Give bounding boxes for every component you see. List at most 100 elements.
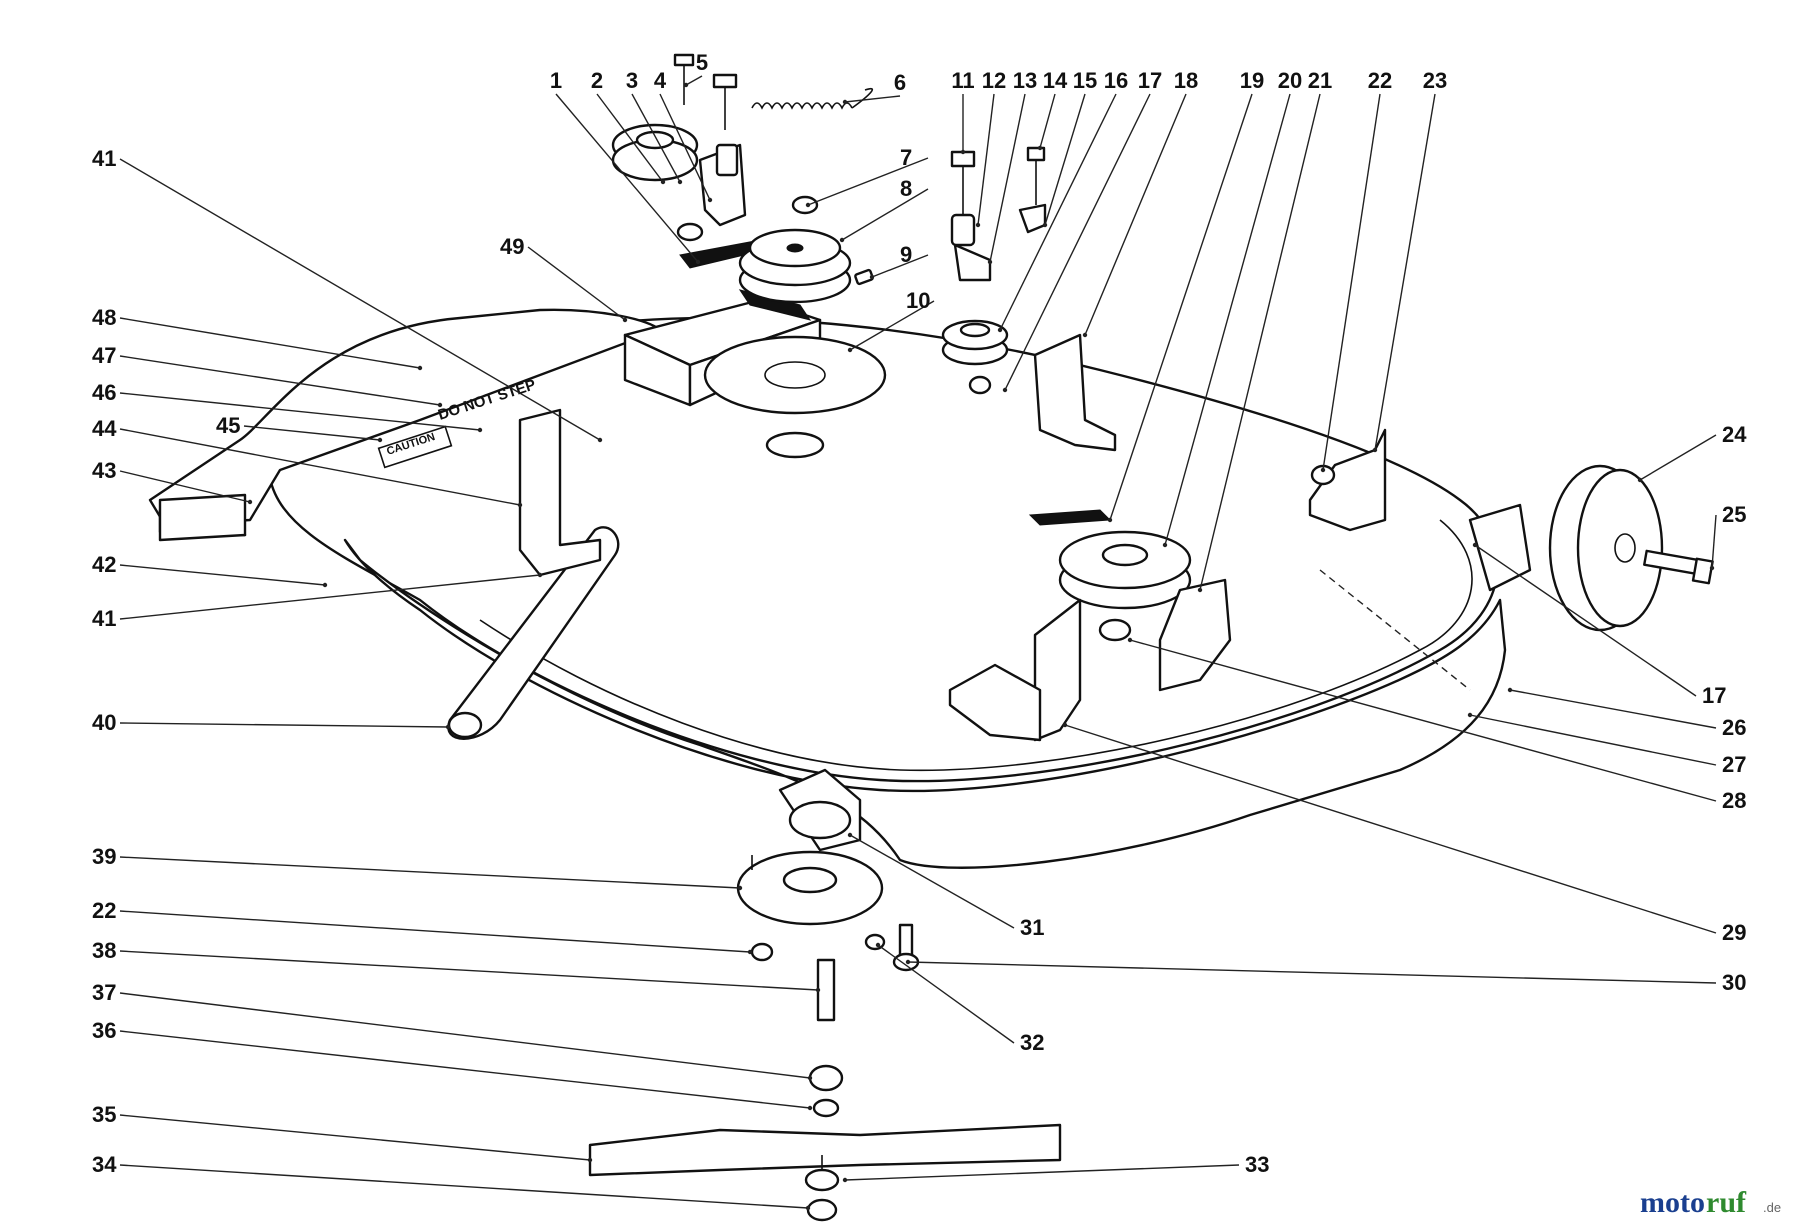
leader-dot-9 (869, 274, 875, 280)
leader-dot-35 (587, 1157, 593, 1163)
leader-dot-41a (597, 437, 603, 443)
leader-line-14 (1039, 93, 1056, 149)
callout-38: 38 (92, 938, 116, 963)
leader-line-15 (1044, 93, 1086, 226)
callout-10: 10 (906, 288, 930, 313)
callout-21: 21 (1308, 68, 1332, 93)
leader-line-27 (1469, 714, 1717, 766)
callout-31: 31 (1020, 915, 1044, 940)
leader-dot-17b (1472, 542, 1478, 548)
leader-dot-17a (1002, 387, 1008, 393)
leader-line-25 (1711, 514, 1717, 569)
callout-44: 44 (92, 416, 117, 441)
callout-41b: 41 (92, 606, 116, 631)
leader-dot-28 (1127, 637, 1133, 643)
callout-2: 2 (591, 68, 603, 93)
leader-dot-43 (247, 499, 253, 505)
leader-line-34 (119, 1164, 809, 1209)
leader-line-37 (119, 992, 811, 1079)
leader-dot-39 (737, 885, 743, 891)
leader-dot-46 (477, 427, 483, 433)
leader-line-9 (871, 254, 929, 278)
leader-line-21 (1199, 93, 1321, 591)
leader-dot-22b (747, 949, 753, 955)
leader-line-12 (977, 93, 995, 226)
leader-line-8 (841, 188, 929, 241)
leader-dot-29 (1062, 722, 1068, 728)
callout-20: 20 (1278, 68, 1302, 93)
callout-5: 5 (696, 50, 708, 75)
callout-28: 28 (1722, 788, 1746, 813)
leader-line-44 (119, 428, 521, 506)
leader-line-2 (596, 93, 664, 183)
leader-dot-26 (1507, 687, 1513, 693)
leader-line-41a (119, 158, 601, 441)
callout-40: 40 (92, 710, 116, 735)
leader-dot-40 (445, 724, 451, 730)
leader-dot-2 (660, 179, 666, 185)
leader-dot-10 (847, 347, 853, 353)
callout-32: 32 (1020, 1030, 1044, 1055)
callout-48: 48 (92, 305, 116, 330)
leader-line-4 (659, 93, 711, 201)
leader-dot-22a (1320, 467, 1326, 473)
leader-dot-5 (683, 82, 689, 88)
callout-23: 23 (1423, 68, 1447, 93)
leader-line-41b (119, 574, 541, 620)
leader-dot-18 (1082, 332, 1088, 338)
callout-34: 34 (92, 1152, 117, 1177)
leader-dot-33 (842, 1177, 848, 1183)
center-spindle-plate (703, 335, 887, 459)
callout-41a: 41 (92, 146, 116, 171)
callout-17b: 17 (1702, 683, 1726, 708)
leader-line-33 (844, 1164, 1240, 1181)
leader-dot-8 (839, 237, 845, 243)
callout-16: 16 (1104, 68, 1128, 93)
leader-line-35 (119, 1114, 591, 1161)
callout-37: 37 (92, 980, 116, 1005)
leader-dot-41b (537, 572, 543, 578)
leader-dot-11 (960, 149, 966, 155)
leader-line-19 (1109, 93, 1253, 521)
idler-bracket (1033, 333, 1117, 452)
leader-line-17b (1474, 544, 1697, 697)
leader-line-29 (1064, 724, 1717, 934)
leader-dot-32 (875, 942, 881, 948)
leader-dot-16 (997, 327, 1003, 333)
callout-17a: 17 (1138, 68, 1162, 93)
leader-line-42 (119, 564, 326, 586)
callout-6: 6 (894, 70, 906, 95)
leader-line-6 (844, 95, 901, 103)
callout-29: 29 (1722, 920, 1746, 945)
leader-dot-21 (1197, 587, 1203, 593)
watermark-suffix: .de (1763, 1200, 1781, 1215)
leader-line-23 (1374, 93, 1436, 451)
callout-33: 33 (1245, 1152, 1269, 1177)
leader-line-10 (849, 300, 935, 351)
callout-49: 49 (500, 234, 524, 259)
leader-dot-1 (695, 259, 701, 265)
callout-35: 35 (92, 1102, 116, 1127)
leader-dot-7 (805, 202, 811, 208)
callout-1: 1 (550, 68, 562, 93)
leader-dot-31 (847, 832, 853, 838)
callout-46: 46 (92, 380, 116, 405)
leader-line-5 (685, 75, 703, 86)
leader-dot-36 (807, 1105, 813, 1111)
watermark-brand-left: moto (1640, 1186, 1705, 1219)
leader-line-28 (1129, 639, 1717, 802)
left-deck-bracket (948, 598, 1082, 742)
leader-line-43 (119, 470, 251, 503)
callout-22b: 22 (92, 898, 116, 923)
callout-leader-lines (119, 75, 1717, 1211)
leader-line-26 (1509, 689, 1717, 729)
callout-36: 36 (92, 1018, 116, 1043)
leader-line-36 (119, 1030, 811, 1109)
leader-line-48 (119, 317, 421, 369)
idler-arm-assembly (611, 53, 874, 242)
leader-dot-12 (975, 222, 981, 228)
leader-line-16 (999, 93, 1117, 331)
leader-line-31 (849, 834, 1015, 929)
leader-line-17a (1004, 93, 1151, 391)
